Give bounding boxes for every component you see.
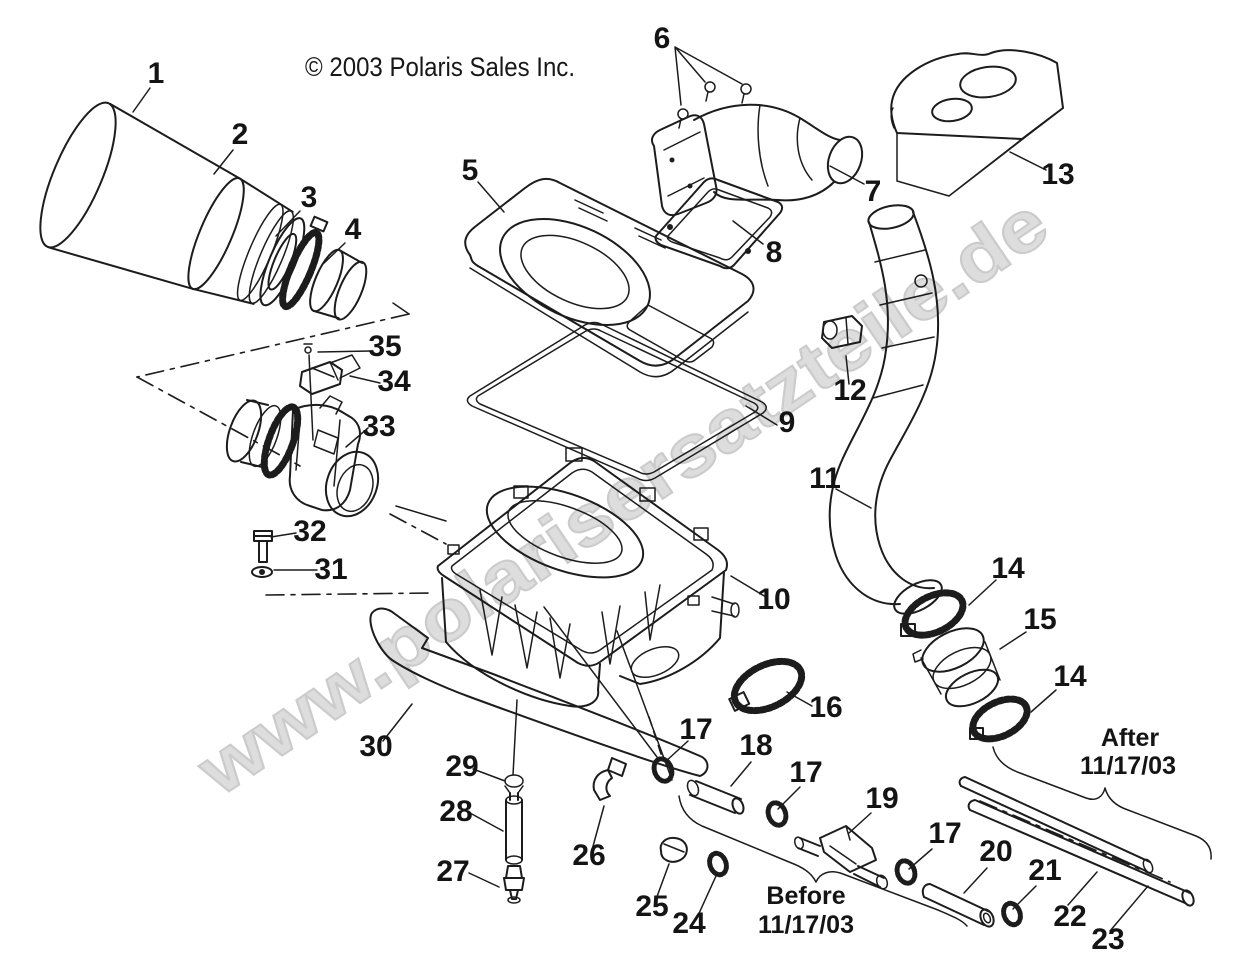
watermark-text: www.polarisersatzteile.de: [183, 183, 1062, 812]
part-tube-22: [958, 776, 1154, 874]
part-callout-29: 29: [445, 750, 478, 783]
part-callout-18: 18: [739, 729, 772, 762]
part-foam-block: [890, 49, 1064, 197]
part-airbox-lid: [464, 177, 755, 378]
after-date-note: After 11/17/03: [1080, 724, 1176, 780]
part-adapter-ring-4: [309, 248, 368, 321]
part-duct-gasket-plate: [654, 177, 784, 270]
part-callout-9: 9: [779, 406, 796, 439]
part-callout-24: 24: [672, 907, 706, 940]
part-callout-6: 6: [654, 22, 671, 55]
part-callout-14: 14: [1053, 660, 1087, 693]
part-splash-shield: [369, 607, 709, 777]
part-callout-14: 14: [991, 552, 1025, 585]
part-drain-valve-27: [503, 865, 525, 904]
part-clamp-16: [728, 657, 806, 715]
part-clamp-24: [707, 850, 729, 878]
part-washer-31: [251, 566, 273, 578]
part-clamp-14-lower: [969, 695, 1031, 743]
part-snorkel-hose: [828, 204, 943, 615]
after-note-line1: After: [1101, 724, 1160, 752]
part-callout-31: 31: [314, 553, 347, 586]
part-callout-28: 28: [439, 795, 472, 828]
part-screw-35: [303, 343, 314, 441]
part-clamp-17-a: [651, 756, 675, 784]
part-hose-20: [921, 883, 995, 928]
after-brace: [992, 746, 1212, 860]
part-callout-19: 19: [865, 782, 898, 815]
part-cap-25: [659, 836, 688, 863]
before-date-note: Before 11/17/03: [758, 882, 854, 939]
part-callout-17: 17: [789, 756, 822, 789]
before-note-line1: Before: [766, 882, 845, 910]
assembly-axis-lines: [136, 302, 447, 596]
part-sensor-34: [299, 354, 361, 395]
after-note-line2: 11/17/03: [1080, 752, 1176, 780]
before-brace: [678, 795, 968, 927]
part-callout-5: 5: [462, 154, 479, 187]
part-callout-10: 10: [757, 583, 790, 616]
part-clip-12: [821, 315, 863, 349]
part-valve-19: [793, 825, 889, 890]
part-callout-27: 27: [436, 855, 469, 888]
part-airbox-base: [436, 447, 740, 708]
part-callout-35: 35: [368, 330, 401, 363]
part-clamp-17-c: [894, 858, 918, 886]
part-air-intake-tube-and-filter: [39, 101, 368, 321]
part-callout-25: 25: [635, 890, 668, 923]
part-hose-18: [686, 779, 745, 815]
part-callout-1: 1: [148, 57, 165, 90]
part-callout-12: 12: [833, 374, 866, 407]
part-callout-13: 13: [1041, 158, 1074, 191]
part-callout-17: 17: [679, 713, 712, 746]
part-callout-11: 11: [809, 462, 841, 495]
part-carb-boot-15: [912, 627, 1001, 708]
part-callout-34: 34: [377, 365, 411, 398]
part-callout-33: 33: [362, 410, 395, 443]
part-hose-clamp-3: [279, 215, 329, 311]
part-throttle-body-assembly: [225, 395, 380, 518]
part-callout-30: 30: [359, 730, 392, 763]
copyright-text: © 2003 Polaris Sales Inc.: [305, 52, 575, 82]
part-callout-32: 32: [293, 515, 326, 548]
part-callout-20: 20: [979, 835, 1012, 868]
part-bolt-32: [253, 530, 273, 563]
part-callout-2: 2: [232, 118, 249, 151]
part-drain-tube-28: [505, 792, 523, 865]
part-callout-26: 26: [572, 839, 605, 872]
part-clamp-14-upper: [900, 589, 967, 639]
part-callout-17: 17: [928, 817, 961, 850]
part-tube-23: [967, 799, 1195, 907]
part-callout-3: 3: [301, 181, 318, 214]
part-screws-6: [677, 81, 752, 129]
part-callout-21: 21: [1028, 854, 1061, 887]
part-clamp-17-b: [765, 800, 789, 828]
part-clamp-21: [1001, 900, 1023, 928]
tube-axis-line: [979, 800, 1171, 883]
leader-lines: [132, 46, 1149, 932]
part-callout-22: 22: [1053, 900, 1086, 933]
part-callout-8: 8: [766, 236, 783, 269]
before-note-line2: 11/17/03: [758, 911, 854, 939]
part-callout-16: 16: [809, 691, 842, 724]
part-intake-duct: [651, 103, 864, 217]
part-callout-4: 4: [345, 213, 362, 246]
part-bracket-26: [592, 757, 627, 801]
part-callout-7: 7: [865, 175, 882, 208]
part-callout-15: 15: [1023, 603, 1056, 636]
part-clip-29: [504, 774, 524, 794]
part-callout-23: 23: [1091, 923, 1124, 956]
